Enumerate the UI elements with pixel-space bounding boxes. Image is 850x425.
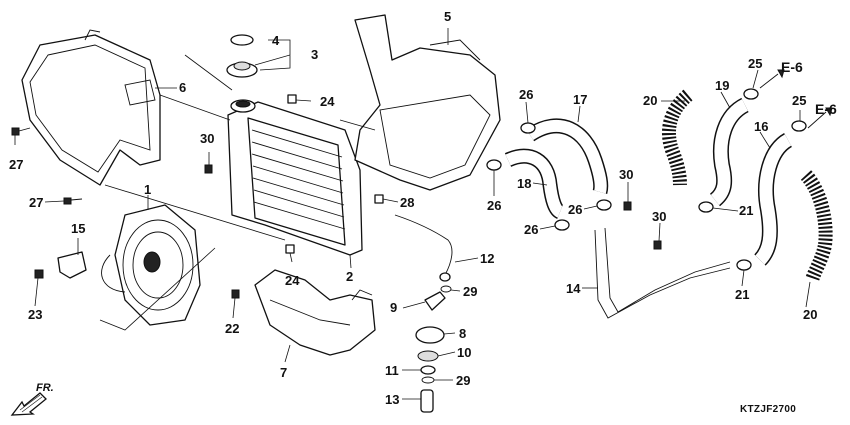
leader-lines <box>14 28 811 400</box>
fan-bracket <box>57 251 87 279</box>
drawing-code: KTZJF2700 <box>740 404 797 415</box>
callout-17: 17 <box>573 92 588 107</box>
callout-24a: 24 <box>320 94 335 109</box>
radiator-cap <box>226 61 258 78</box>
clamps <box>204 88 807 293</box>
callout-19: 19 <box>715 78 730 93</box>
bolt-23 <box>34 269 44 279</box>
water-pipe <box>594 227 731 319</box>
callout-6: 6 <box>179 80 187 95</box>
callout-2: 2 <box>346 269 354 284</box>
callout-1: 1 <box>144 182 152 197</box>
callout-11: 11 <box>385 363 399 378</box>
front-direction-arrow <box>10 392 47 416</box>
callout-21b: 21 <box>735 287 750 302</box>
callout-22: 22 <box>225 321 240 336</box>
reservoir-tank <box>254 269 376 356</box>
callout-21a: 21 <box>739 203 754 218</box>
clip-11 <box>420 365 436 375</box>
callout-3: 3 <box>311 47 319 62</box>
callout-4: 4 <box>272 33 280 48</box>
clip-29 <box>421 376 435 384</box>
callout-10: 10 <box>457 345 472 360</box>
callout-30b: 30 <box>619 167 634 182</box>
section-ref-e6-b[interactable]: E-6 <box>815 101 837 117</box>
drain-tube-20a <box>662 89 693 186</box>
cap-8 <box>415 326 445 344</box>
callout-25b: 25 <box>792 93 807 108</box>
hose-16 <box>753 133 793 266</box>
radiator-shroud <box>21 29 161 186</box>
siphon-hose <box>394 214 453 282</box>
hose-18 <box>504 148 564 219</box>
callout-29b: 29 <box>456 373 471 388</box>
bolt-27a <box>11 127 31 136</box>
callout-7: 7 <box>280 365 288 380</box>
cooling-fan <box>101 204 201 326</box>
callout-30a: 30 <box>200 131 215 146</box>
callout-26b: 26 <box>487 198 502 213</box>
cap-13 <box>420 389 434 413</box>
seal-10 <box>417 350 439 362</box>
callout-13: 13 <box>385 392 400 407</box>
callout-26a: 26 <box>519 87 534 102</box>
bolt-22 <box>231 289 240 299</box>
callout-20b: 20 <box>803 307 818 322</box>
fitting-9 <box>424 291 446 311</box>
callout-23: 23 <box>28 307 43 322</box>
callout-26d: 26 <box>524 222 539 237</box>
callout-12: 12 <box>480 251 495 266</box>
callout-14: 14 <box>566 281 581 296</box>
reservoir-cover <box>354 14 501 191</box>
callout-27a: 27 <box>9 157 24 172</box>
callout-30c: 30 <box>652 209 667 224</box>
ref-arrows <box>759 69 833 129</box>
callout-28: 28 <box>400 195 415 210</box>
bolt-27b <box>63 197 83 205</box>
callout-16: 16 <box>754 119 769 134</box>
radiator <box>227 99 363 256</box>
callout-29a: 29 <box>463 284 478 299</box>
callout-24b: 24 <box>285 273 300 288</box>
callout-27b: 27 <box>29 195 44 210</box>
callout-15: 15 <box>71 221 86 236</box>
callout-5: 5 <box>444 9 452 24</box>
callout-25a: 25 <box>748 56 763 71</box>
cap-gasket <box>230 34 254 46</box>
section-ref-e6-a[interactable]: E-6 <box>781 59 803 75</box>
callout-20a: 20 <box>643 93 658 108</box>
hose-17 <box>525 118 609 195</box>
callout-18: 18 <box>517 176 532 191</box>
hose-19 <box>709 97 750 207</box>
front-direction-label: FR. <box>36 382 54 394</box>
callout-26c: 26 <box>568 202 583 217</box>
drain-tube-20b <box>800 170 833 283</box>
callout-8: 8 <box>459 326 467 341</box>
callout-9: 9 <box>390 300 398 315</box>
